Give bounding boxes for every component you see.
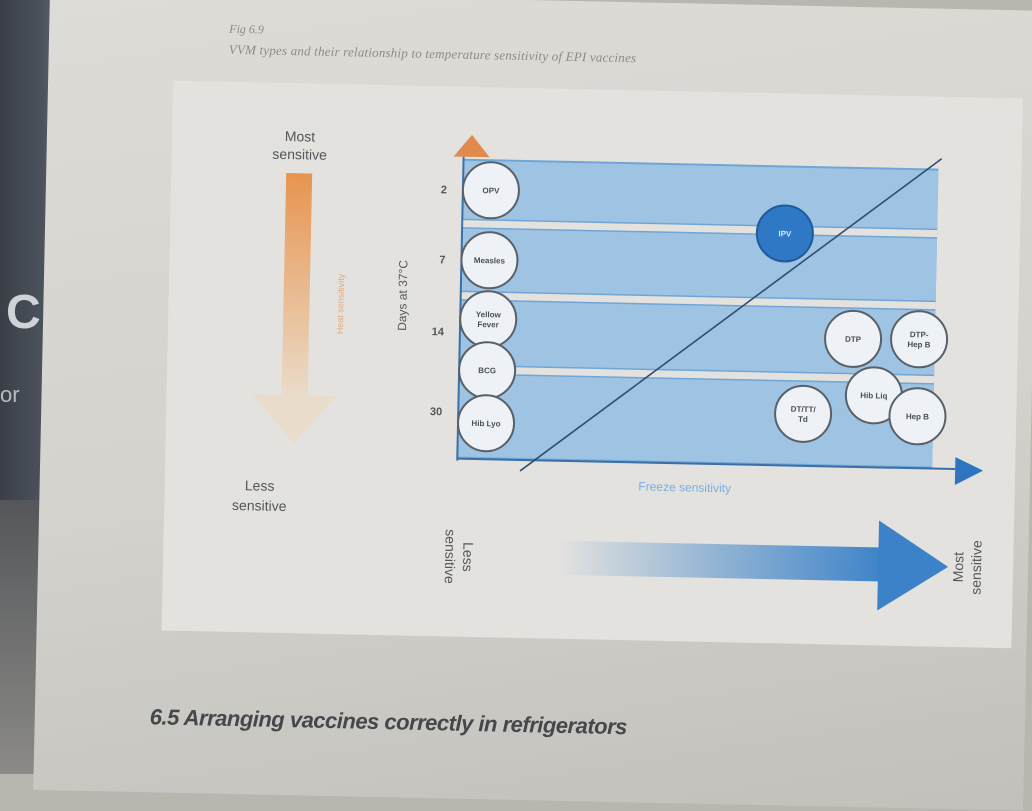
vaccine-label: DTP <box>845 335 862 344</box>
vaccine-label: Hep B <box>906 412 930 421</box>
vaccine-label: Measles <box>474 256 506 266</box>
vaccine-circle <box>774 384 833 443</box>
vaccine-circle <box>755 204 814 263</box>
band-divider <box>462 220 938 238</box>
y-tick-label: 30 <box>430 406 442 418</box>
margin-fragment-text: C <box>6 286 41 339</box>
y-axis-arrowhead <box>453 134 490 158</box>
figure-number: Fig 6.9 <box>229 21 265 37</box>
freeze-left-label-line2: sensitive <box>442 529 459 584</box>
freeze-sensitivity-arrow <box>557 520 949 611</box>
band-row-7 <box>460 228 937 301</box>
y-axis-line <box>456 156 465 461</box>
vvm-diagram: Most sensitive Heat sensitivity Less sen… <box>232 128 985 611</box>
heat-top-label-line2: sensitive <box>272 146 327 163</box>
vaccine-label: OPV <box>482 186 500 195</box>
section-heading: 6.5 Arranging vaccines correctly in refr… <box>149 704 628 740</box>
band-divider <box>460 292 936 310</box>
heat-top-label-line1: Most <box>285 128 316 145</box>
vaccine-marker: DTP <box>824 309 883 368</box>
vaccine-label: Hep B <box>907 340 931 349</box>
vaccine-marker: IPV <box>755 204 814 263</box>
figure-panel: Most sensitive Heat sensitivity Less sen… <box>161 80 1023 649</box>
freeze-right-label-line2: sensitive <box>968 540 985 595</box>
vaccine-label: Yellow <box>476 310 502 320</box>
vaccine-label: Td <box>798 415 808 424</box>
diagonal-trend-line <box>519 158 943 472</box>
vaccine-marker: BCG <box>458 341 517 400</box>
plot-area <box>456 156 956 471</box>
vaccine-circle <box>890 310 949 369</box>
heat-sensitivity-arrow <box>252 172 337 444</box>
vaccine-marker: Hep B <box>888 387 947 446</box>
vaccine-label: IPV <box>778 229 792 238</box>
vaccine-label: BCG <box>478 366 496 375</box>
freeze-left-label-line1: Less <box>460 542 477 572</box>
vaccine-label: Hib Lyo <box>471 419 500 429</box>
y-axis-label: Days at 37°C <box>395 260 410 331</box>
book-page: Fig 6.9 VVM types and their relationship… <box>33 0 1032 811</box>
vaccine-label: Hib Liq <box>860 391 887 401</box>
vaccine-circle <box>888 387 947 446</box>
heat-bottom-label-line2: sensitive <box>232 497 287 514</box>
vaccine-marker: OPV <box>461 161 520 220</box>
vaccine-circle <box>824 309 883 368</box>
heat-bottom-label-line1: Less <box>245 477 275 494</box>
vaccine-marker: DT/TT/Td <box>774 384 833 443</box>
y-tick-label: 2 <box>441 184 447 196</box>
vaccine-circle <box>461 161 520 220</box>
vaccine-label: DTP- <box>910 330 929 339</box>
vaccine-label: DT/TT/ <box>791 405 817 415</box>
x-axis-arrowhead <box>954 457 984 486</box>
y-tick-labels: 2 7 14 30 <box>430 184 447 418</box>
freeze-right-label-line1: Most <box>950 552 967 583</box>
y-tick-label: 7 <box>439 254 445 266</box>
heat-arrow-label: Heat sensitivity <box>335 273 346 334</box>
y-tick-label: 14 <box>432 326 445 338</box>
band-row-2 <box>462 160 939 229</box>
margin-fragment-text: or <box>0 382 20 407</box>
band-row-14 <box>459 300 936 375</box>
vaccine-marker: DTP-Hep B <box>890 310 949 369</box>
vaccine-label: Fever <box>477 320 499 329</box>
figure-title: VVM types and their relationship to temp… <box>228 41 637 66</box>
vaccine-marker: Hib Lyo <box>457 394 516 453</box>
vaccine-circle <box>457 394 516 453</box>
vaccine-marker: Measles <box>460 231 519 290</box>
x-axis-line <box>457 457 956 471</box>
vaccine-circle <box>460 231 519 290</box>
x-axis-label: Freeze sensitivity <box>638 479 731 495</box>
